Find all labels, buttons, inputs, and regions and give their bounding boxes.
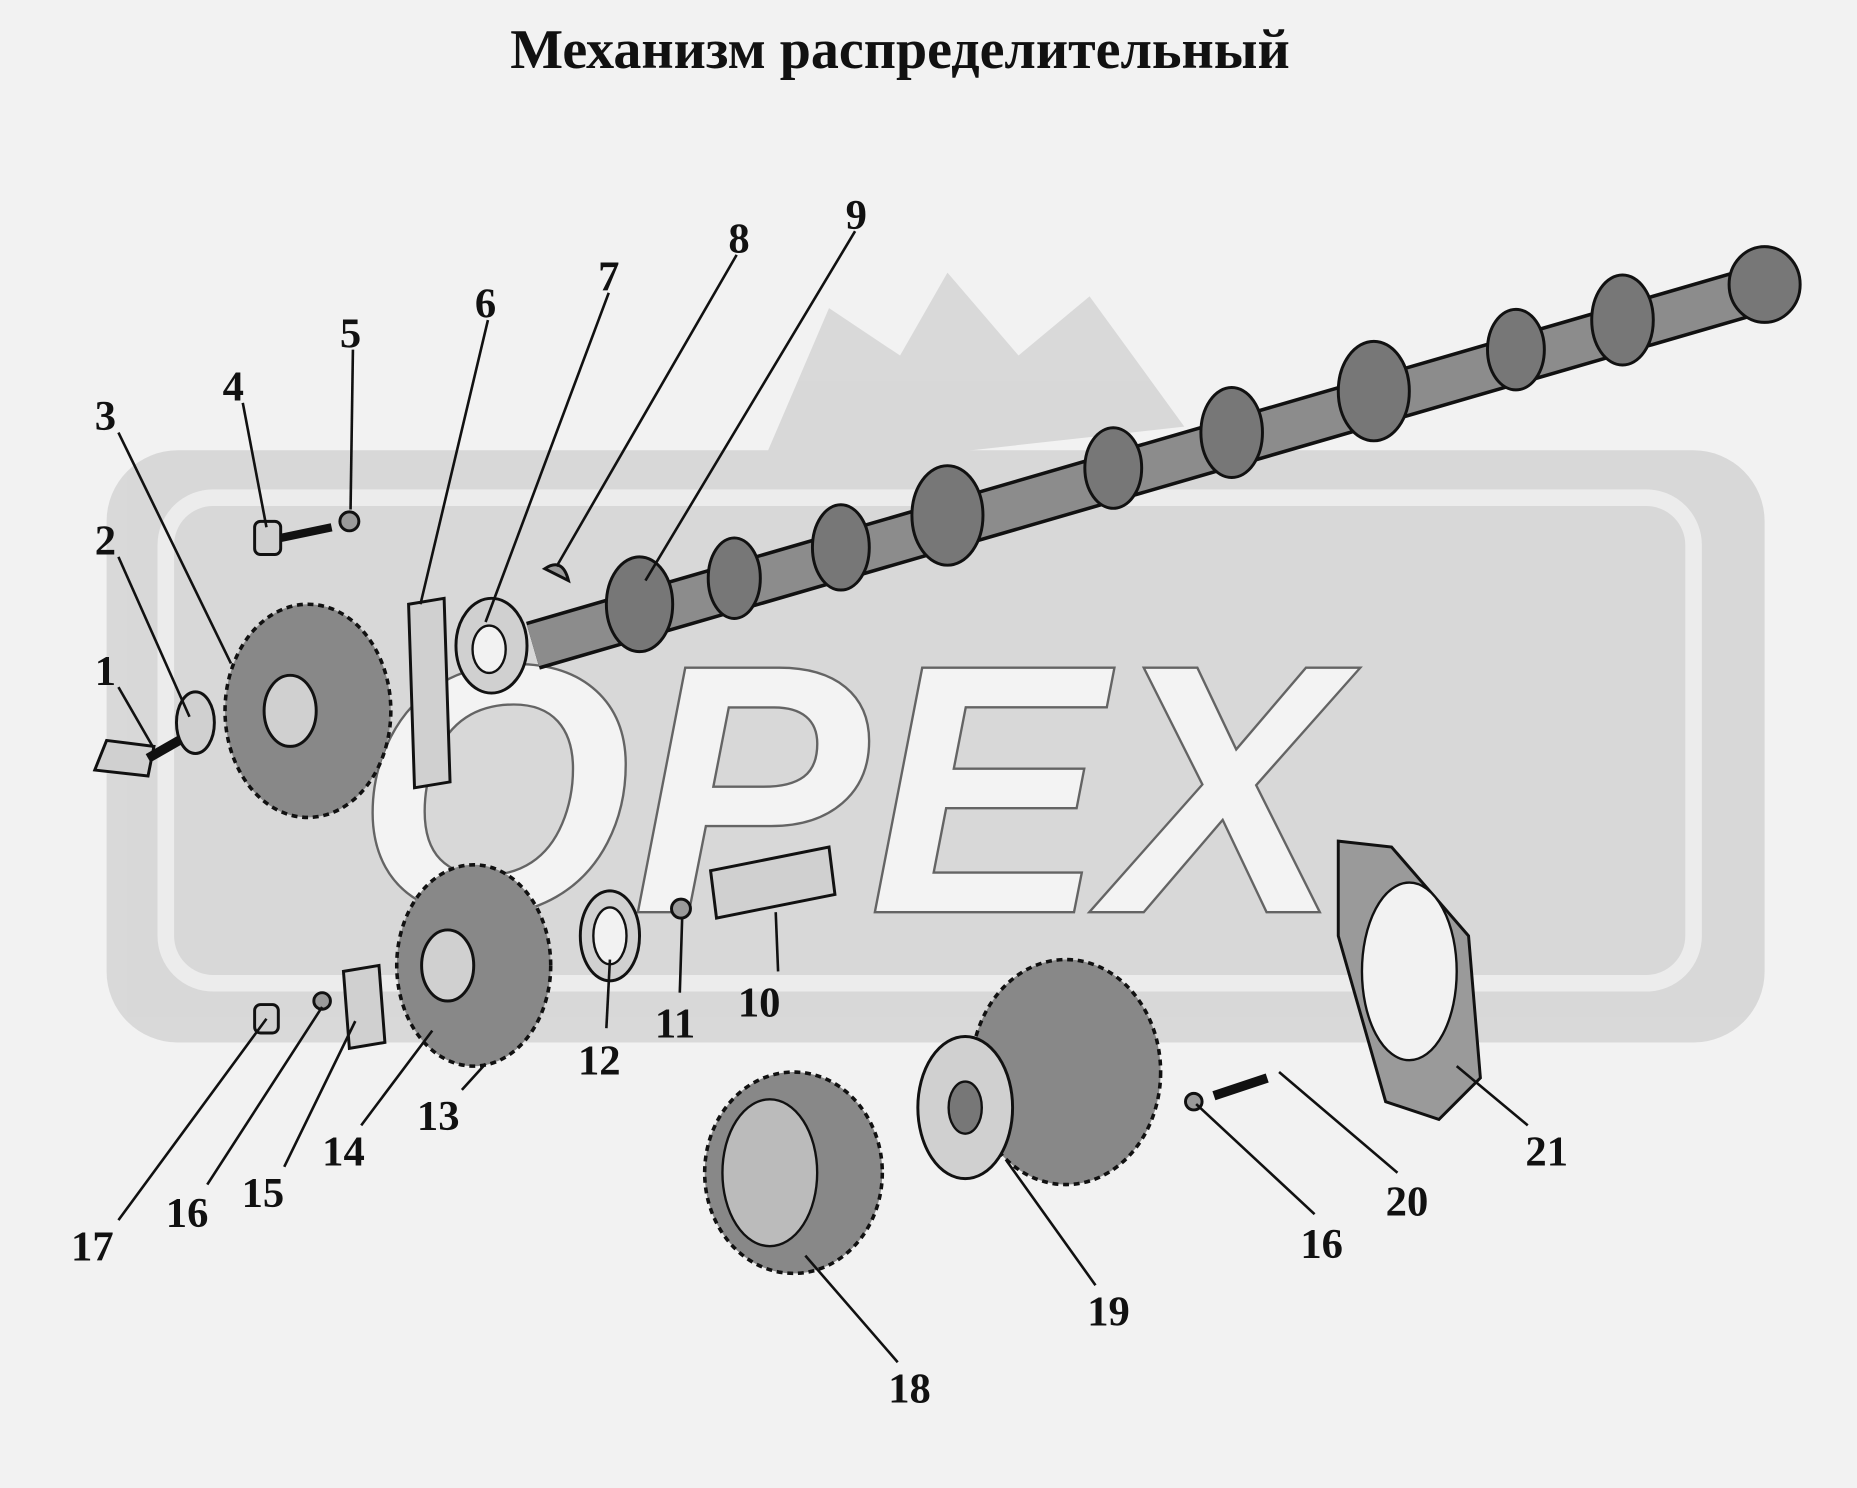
callout-16: 16 bbox=[166, 1190, 209, 1237]
callout-4: 4 bbox=[223, 364, 244, 411]
callout-6: 6 bbox=[475, 281, 496, 328]
callout-19: 19 bbox=[1087, 1288, 1130, 1335]
callout-7: 7 bbox=[598, 253, 619, 300]
callout-8: 8 bbox=[728, 216, 749, 263]
callout-18: 18 bbox=[888, 1365, 931, 1412]
callout-1: 1 bbox=[95, 648, 116, 695]
leader-lines bbox=[117, 230, 1529, 1364]
callout-11: 11 bbox=[655, 1001, 695, 1048]
callout-12: 12 bbox=[578, 1037, 621, 1084]
callout-14: 14 bbox=[322, 1129, 365, 1176]
callout-5: 5 bbox=[340, 310, 361, 357]
callout-3: 3 bbox=[95, 393, 116, 440]
callout-20: 20 bbox=[1386, 1178, 1429, 1225]
callout-17: 17 bbox=[71, 1223, 114, 1270]
callout-9: 9 bbox=[846, 192, 867, 239]
callout-13: 13 bbox=[417, 1093, 460, 1140]
callout-21: 21 bbox=[1525, 1129, 1568, 1176]
callouts: 1 2 3 4 5 6 7 8 9 10 11 12 13 14 15 16 1… bbox=[71, 192, 1568, 1413]
callout-10: 10 bbox=[738, 979, 781, 1026]
callout-15: 15 bbox=[242, 1170, 285, 1217]
diagram-title: Механизм распределительный bbox=[510, 19, 1290, 81]
camshaft bbox=[526, 245, 1802, 670]
callout-2: 2 bbox=[95, 518, 116, 565]
parts bbox=[92, 510, 1482, 1276]
callout-16-right: 16 bbox=[1300, 1221, 1343, 1268]
